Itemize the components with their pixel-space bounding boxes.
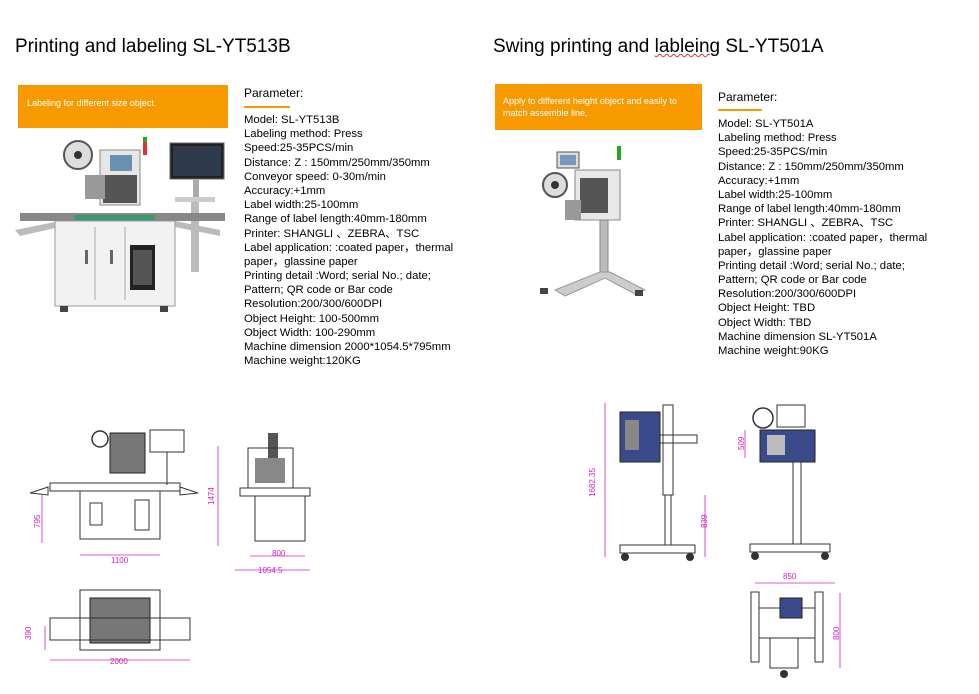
spec-line: Object Width: 100-290mm: [244, 326, 376, 339]
side-width-dimension: 800: [272, 549, 286, 558]
spec-line: Range of label length:40mm-180mm: [244, 213, 427, 226]
spec-line: Speed:25-35PCS/min: [244, 142, 354, 155]
spec-line: Distance: Z : 150mm/250mm/350mm: [718, 160, 904, 173]
left-spec-list: Model: SL-YT513B Labeling method: Press …: [244, 113, 453, 368]
sl-yt501a-machine-photo: [540, 146, 647, 297]
spec-line: Machine weight:90KG: [718, 345, 829, 357]
spec-line: Pattern; QR code or Bar code: [244, 284, 393, 297]
spec-line: Machine dimension SL-YT501A: [718, 330, 877, 343]
spec-line: Printer: SHANGLI 、ZEBRA、TSC: [244, 227, 420, 240]
spec-line: Printing detail :Word; serial No.; date;: [718, 259, 905, 272]
spec-line: Label width:25-100mm: [718, 188, 833, 201]
sl-yt513b-front-drawing: [30, 429, 199, 556]
left-title: Printing and labeling SL-YT513B: [15, 36, 291, 57]
spec-line: Labeling method: Press: [244, 128, 363, 141]
spec-line: Distance: Z : 150mm/250mm/350mm: [244, 156, 430, 169]
front-height-dimension: 795: [33, 514, 42, 528]
top-width-dimension: 2000: [110, 657, 128, 666]
right-parameter-underline: [718, 109, 762, 111]
sl-yt513b-machine-photo: [15, 137, 225, 312]
spec-line: Printing detail :Word; serial No.; date;: [244, 270, 431, 283]
spec-line: Conveyor speed: 0-30m/min: [244, 170, 386, 183]
side-height-dimension: 1474: [207, 487, 216, 505]
spec-line: paper，glassine paper: [244, 255, 358, 268]
side-depth-dimension: 1054.5: [258, 566, 283, 575]
spec-line: Label application: :coated paper，thermal: [718, 231, 928, 244]
right-title-word: lableing: [654, 36, 721, 57]
spec-line: paper，glassine paper: [718, 245, 832, 258]
sl-yt501a-top-drawing: [750, 582, 841, 678]
right-parameter-heading: Parameter:: [718, 90, 778, 104]
left-banner-text: Labeling for different size object.: [27, 98, 157, 108]
spec-line: Speed:25-35PCS/min: [718, 146, 828, 159]
spec-line: Accuracy:+1mm: [718, 174, 800, 187]
swing-front-head-dimension: 509: [737, 436, 746, 450]
spec-line: Resolution:200/300/600DPI: [718, 288, 857, 301]
spec-line: Printer: SHANGLI 、ZEBRA、TSC: [718, 217, 894, 230]
sl-yt501a-front-drawing: [744, 404, 831, 560]
right-banner: Apply to different height object and eas…: [495, 84, 702, 130]
left-parameter-underline: [244, 106, 290, 108]
spec-line: Labeling method: Press: [718, 132, 837, 145]
spec-line: Object Height: 100-500mm: [244, 312, 380, 325]
spec-line: Machine weight:120KG: [244, 355, 361, 368]
swing-top-height-dimension: 800: [832, 626, 841, 640]
spec-line: Object Height: TBD: [718, 302, 816, 315]
spec-line: Label application: :coated paper，thermal: [244, 241, 454, 254]
top-height-dimension: 390: [24, 626, 33, 640]
spec-line: Resolution:200/300/600DPI: [244, 298, 383, 311]
spec-line: Pattern; QR code or Bar code: [718, 274, 867, 287]
spec-line: Label width:25-100mm: [244, 199, 359, 212]
swing-side-height-dimension: 1682.35: [588, 468, 597, 497]
right-spec-list: Model: SL-YT501A Labeling method: Press …: [718, 117, 927, 358]
spec-line: Machine dimension 2000*1054.5*795mm: [244, 341, 451, 353]
right-banner-text: Apply to different height object and eas…: [503, 96, 677, 118]
spec-line: Object Width: TBD: [718, 316, 812, 329]
right-title-part1: Swing printing and: [493, 36, 655, 57]
left-parameter-heading: Parameter:: [244, 86, 304, 100]
front-width-dimension: 1100: [111, 556, 129, 565]
spec-line: Model: SL-YT513B: [244, 114, 340, 126]
right-title-part2: SL-YT501A: [720, 36, 824, 57]
sl-yt513b-side-drawing: [217, 433, 311, 571]
right-title: Swing printing and lableing SL-YT501A: [493, 36, 824, 58]
swing-top-width-dimension: 850: [783, 572, 797, 581]
spec-line: Range of label length:40mm-180mm: [718, 203, 901, 216]
spec-line: Accuracy:+1mm: [244, 184, 326, 197]
sl-yt513b-top-drawing: [44, 589, 191, 661]
sl-yt501a-side-drawing: [604, 403, 706, 561]
spec-line: Model: SL-YT501A: [718, 118, 814, 130]
swing-side-inner-dimension: 839: [700, 514, 709, 528]
left-banner: Labeling for different size object.: [18, 85, 228, 128]
